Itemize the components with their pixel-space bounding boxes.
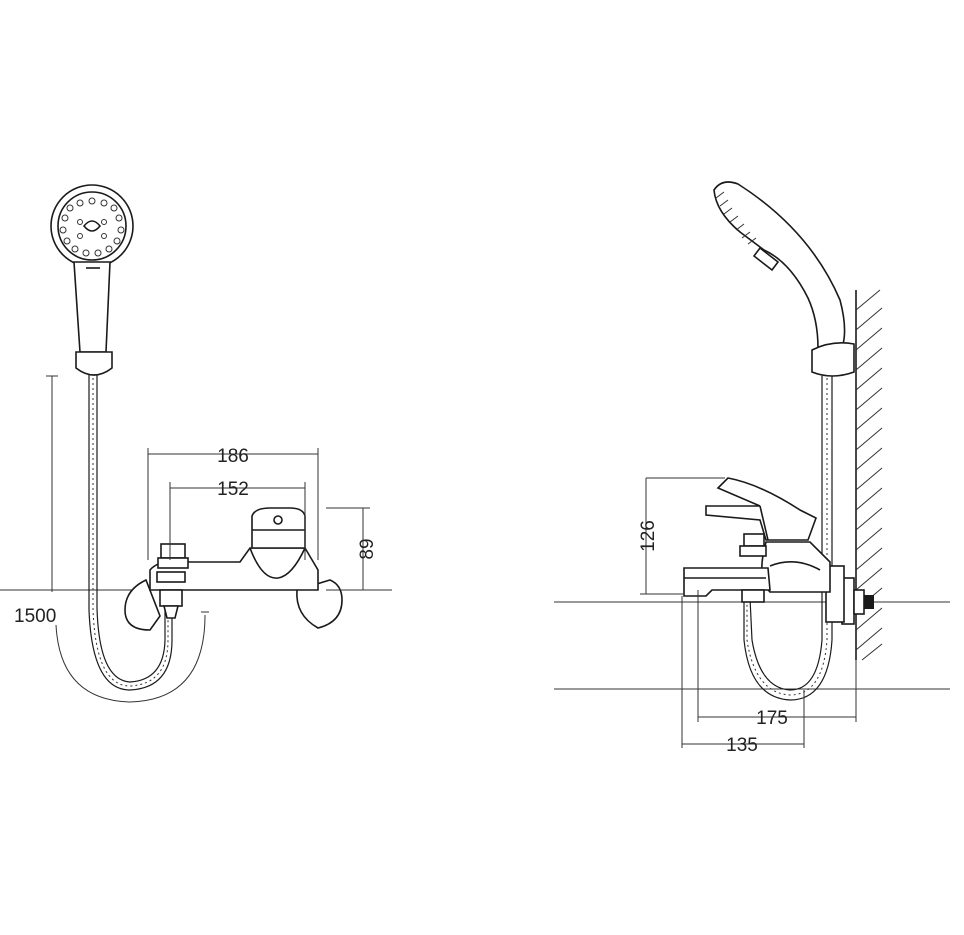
side-dimension-135: 135 — [681, 596, 805, 756]
side-dimension-126: 126 — [638, 477, 725, 595]
dim-label-126: 126 — [638, 520, 659, 552]
dim-label-152: 152 — [217, 479, 249, 500]
front-shower-head — [50, 184, 134, 376]
front-dimension-89: 89 — [326, 507, 378, 591]
front-dimension-186: 186 — [147, 446, 319, 560]
side-shower-head — [713, 181, 855, 377]
dim-label-135: 135 — [726, 735, 758, 756]
dim-label-186: 186 — [217, 446, 249, 467]
front-view: 186 152 89 1500 — [0, 184, 392, 703]
front-dimension-152: 152 — [169, 479, 306, 560]
dim-label-89: 89 — [357, 538, 378, 559]
side-hose — [743, 376, 833, 701]
front-hose-dimension — [46, 375, 209, 703]
dim-label-1500: 1500 — [14, 606, 56, 627]
dim-label-175: 175 — [756, 708, 788, 729]
side-dimension-175: 175 — [697, 590, 857, 729]
front-mixer-body — [124, 507, 343, 631]
front-hose — [88, 375, 173, 691]
side-view: 126 175 135 — [554, 181, 950, 756]
side-mixer-body — [683, 477, 874, 625]
